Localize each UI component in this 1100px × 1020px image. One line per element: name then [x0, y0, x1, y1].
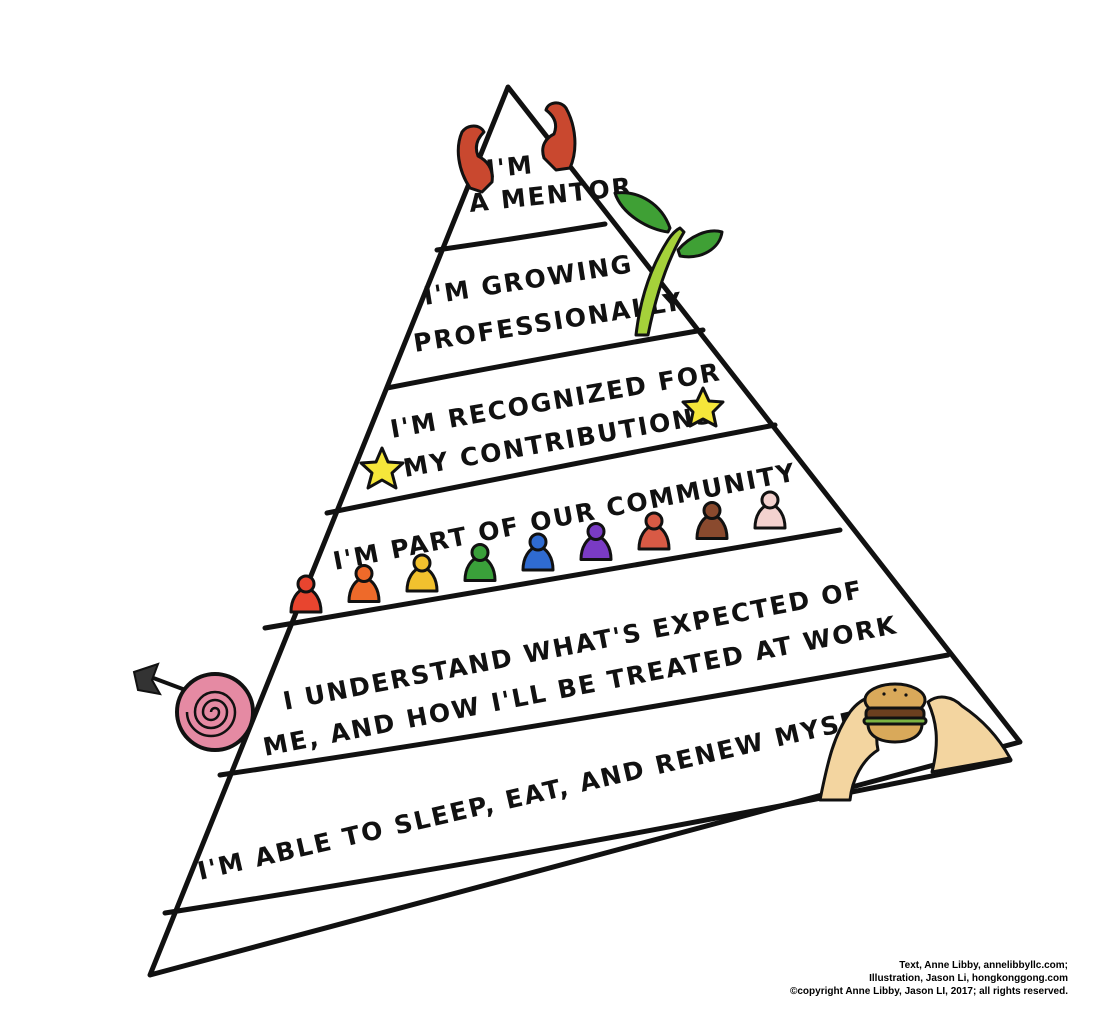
person-icon: [289, 574, 323, 614]
person-icon: [405, 553, 439, 593]
person-head: [528, 532, 548, 552]
burger-icon: [818, 682, 1012, 802]
person-head: [644, 511, 664, 531]
person-icon: [579, 522, 613, 561]
person-head: [760, 490, 780, 510]
credits-line-2: Illustration, Jason Li, hongkonggong.com: [869, 973, 1068, 984]
person-head: [296, 574, 316, 594]
target-icon: [132, 662, 255, 752]
person-icon: [753, 490, 787, 530]
star-right: [681, 386, 725, 428]
flexed-arm-icon: [456, 101, 577, 194]
divider-6: [162, 757, 1013, 916]
sprout-leaf-left: [613, 191, 672, 234]
sprout-leaf-right: [676, 229, 724, 259]
burger-seeds: [882, 688, 908, 697]
flexed-arm-right: [541, 101, 577, 172]
person-head: [354, 564, 374, 583]
credits-line-3: ©copyright Anne Libby, Jason LI, 2017; a…: [790, 986, 1068, 997]
star-left: [359, 446, 405, 490]
person-icon: [463, 543, 497, 582]
person-head: [470, 543, 490, 562]
tier-dividers: [162, 221, 1013, 916]
divider-5: [217, 652, 951, 778]
community-people: [289, 490, 787, 614]
sprout-stem: [634, 226, 686, 337]
credits-line-1: Text, Anne Libby, annelibbyllc.com;: [899, 960, 1068, 971]
target-spiral: [185, 690, 237, 738]
person-head: [702, 501, 722, 520]
person-head: [586, 522, 606, 541]
target-arrow-fletching: [132, 662, 162, 696]
divider-4: [262, 527, 843, 631]
person-icon: [347, 564, 381, 603]
burger-bun-bottom: [866, 722, 924, 744]
person-icon: [637, 511, 671, 551]
divider-1: [434, 221, 608, 253]
target-outer-ring: [175, 672, 255, 752]
divider-3: [324, 422, 778, 516]
person-icon: [695, 501, 729, 540]
flexed-arm-left: [456, 124, 494, 194]
star-icon: [359, 386, 725, 490]
person-icon: [521, 532, 555, 572]
credits: Text, Anne Libby, annelibbyllc.com; Illu…: [648, 959, 1068, 998]
hand-right: [926, 695, 1012, 774]
sprout-icon: [613, 191, 724, 337]
person-head: [412, 553, 432, 573]
divider-2: [384, 327, 706, 391]
